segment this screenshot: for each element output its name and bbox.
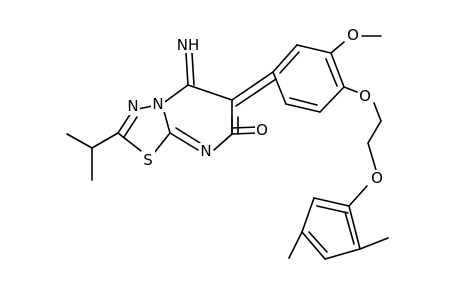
carbonyl-oxygen-label: O <box>256 121 268 139</box>
bond <box>288 231 303 259</box>
bond <box>367 142 377 171</box>
bond <box>316 205 349 214</box>
bond <box>231 132 259 135</box>
bond <box>359 237 389 250</box>
bond <box>330 52 345 88</box>
bond <box>169 132 199 151</box>
bond <box>296 44 332 54</box>
bond <box>308 231 328 253</box>
atom-labels: NH N N N S O O O O <box>127 26 384 187</box>
bond <box>231 126 259 129</box>
bond <box>373 102 382 122</box>
bond <box>313 197 350 207</box>
sulfur-label: S <box>143 151 153 169</box>
bonds <box>66 35 389 260</box>
ether-oxygen-1-label: O <box>359 87 371 105</box>
bond <box>367 120 382 144</box>
bond <box>66 133 93 149</box>
bond <box>272 44 298 73</box>
methoxy-oxygen-label: O <box>347 26 359 44</box>
bond <box>123 116 138 138</box>
bond <box>175 127 201 144</box>
bond <box>272 71 287 105</box>
ether-oxygen-2-label: O <box>371 169 383 187</box>
bond <box>324 248 361 260</box>
bond <box>330 41 345 54</box>
bond <box>187 84 233 101</box>
bond <box>235 78 277 107</box>
bond <box>231 71 274 101</box>
bond <box>348 185 368 207</box>
bond <box>185 52 189 86</box>
bond <box>343 86 358 93</box>
ring-n-top-label: N <box>152 95 163 113</box>
bond <box>161 84 189 105</box>
bond <box>325 58 338 87</box>
bond <box>279 51 300 74</box>
bond <box>319 86 345 113</box>
imine-nh-label: NH <box>177 36 200 54</box>
bond <box>348 205 361 250</box>
bond <box>213 133 233 151</box>
bond <box>285 103 321 113</box>
ring-n-bottom-label: N <box>200 142 211 160</box>
bond <box>289 97 318 106</box>
bond <box>91 132 119 149</box>
bond <box>344 211 355 245</box>
bond <box>301 197 315 233</box>
bond <box>301 231 326 260</box>
ring-n-left-label: N <box>127 97 138 115</box>
bond <box>191 52 195 86</box>
